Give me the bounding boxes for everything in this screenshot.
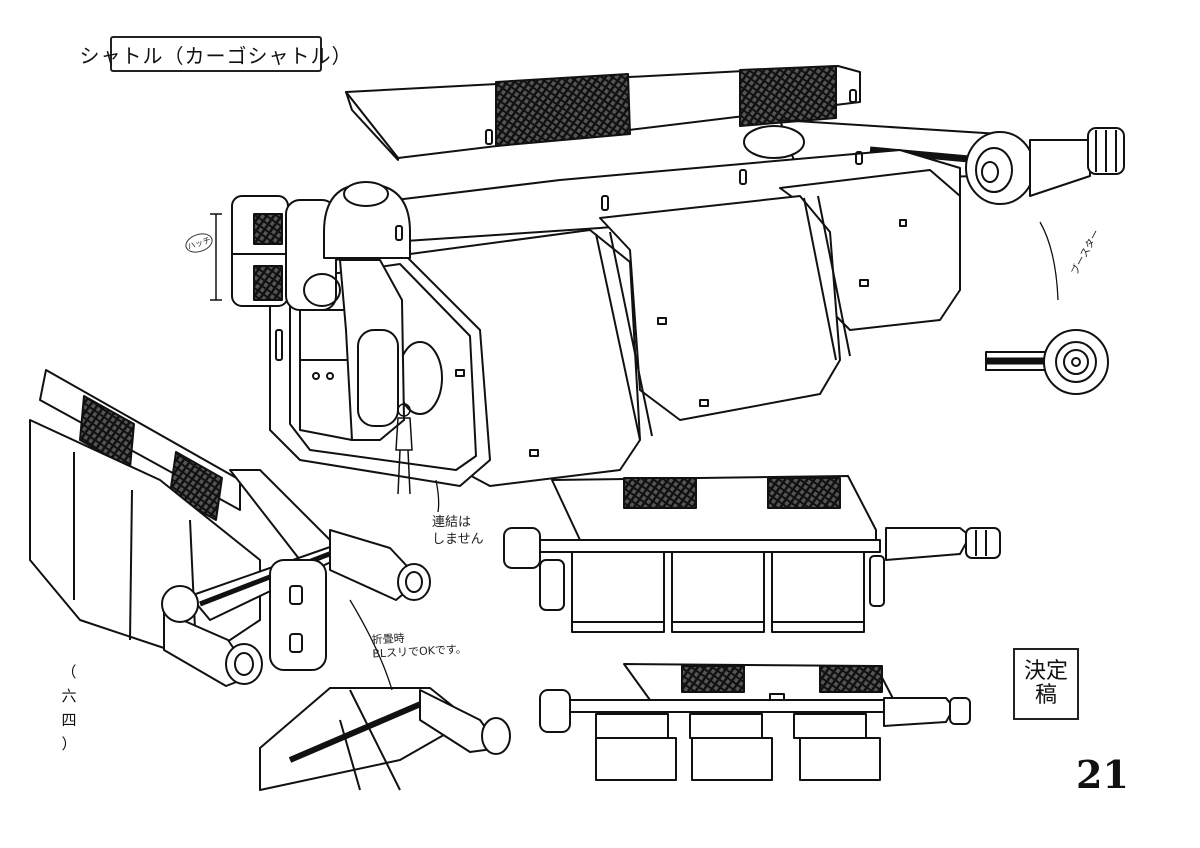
folded-detail-view: [259, 599, 511, 791]
booster-rear-detail: [985, 329, 1109, 395]
sheet-title: シャトル（カーゴシャトル）: [80, 36, 352, 72]
final-draft-stamp-text: 決定稿: [1023, 659, 1068, 708]
side-page-number: （ 六 四 ）: [58, 660, 80, 756]
side-page-digit-2: 四: [61, 711, 77, 729]
note-no-coupling-line2: しません: [432, 532, 484, 547]
side-page-close-paren: ）: [61, 735, 77, 753]
side-page-digit-1: 六: [61, 687, 77, 705]
page-number: 21: [1076, 752, 1129, 797]
side-elevation-view: [503, 475, 1001, 633]
side-elevation-folded-view: [539, 663, 971, 781]
note-no-coupling: 連結は しません: [432, 514, 484, 548]
human-scale-figure: [395, 403, 413, 495]
final-draft-stamp: 決定稿: [1013, 648, 1079, 720]
main-perspective-view: [210, 65, 1125, 513]
side-page-open-paren: （: [61, 663, 77, 681]
lower-perspective-view: [29, 369, 431, 687]
note-no-coupling-line1: 連結は: [432, 515, 472, 530]
note-folded: 折畳時 BLスリでOKです。: [371, 629, 467, 662]
